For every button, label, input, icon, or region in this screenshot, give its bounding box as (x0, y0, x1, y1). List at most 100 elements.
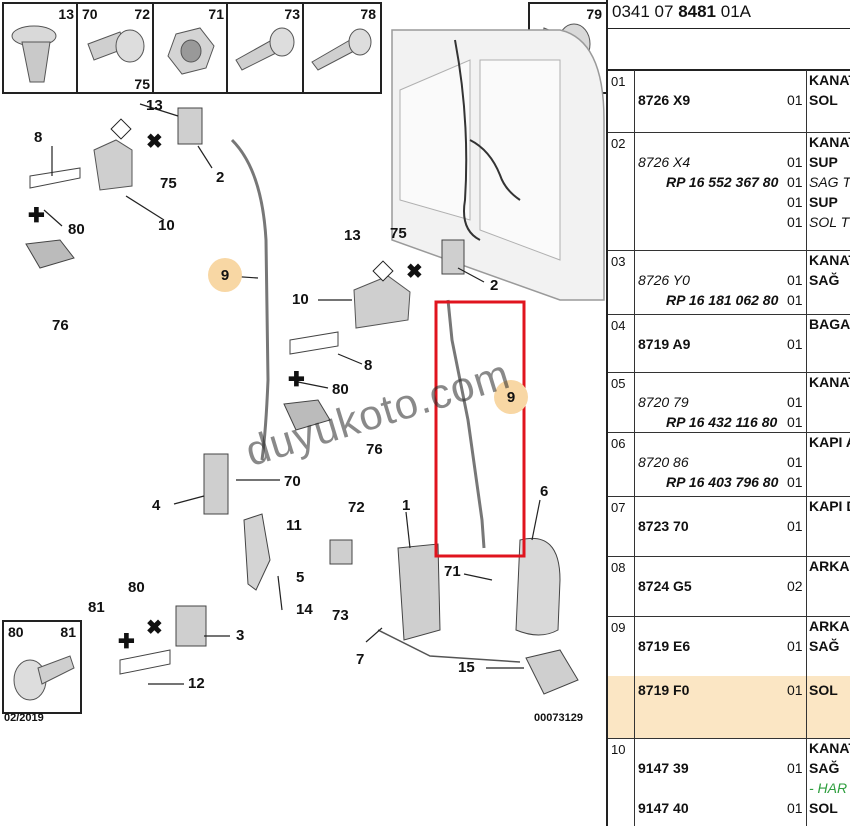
callout-6: 6 (540, 483, 549, 500)
fastener-box-13[interactable]: 13 (2, 2, 80, 94)
callout-2: 2 (490, 277, 499, 294)
quantity: 01 (787, 474, 803, 490)
quantity: 01 (787, 92, 803, 108)
index-column (608, 738, 635, 826)
box-label: 70 (82, 6, 98, 22)
parts-table: 0341 07 8481 01A 01KANAT8726 X901SOL02KA… (606, 0, 850, 826)
description: SOL (809, 682, 838, 698)
row-index: 10 (611, 742, 626, 757)
table-header (608, 28, 850, 71)
parts-diagram: 13 70 72 75 71 73 78 (2, 2, 608, 724)
callout-8: 8 (364, 357, 373, 374)
description: SAG T (809, 174, 850, 190)
description: SUP (809, 154, 838, 170)
cross-marker-icon: ✖ (406, 261, 423, 283)
footer-date: 02/2019 (4, 712, 44, 724)
qty-column (784, 676, 807, 738)
screw-icon (311, 28, 372, 71)
fastener-box-71[interactable]: 71 (152, 2, 230, 94)
row-heading: KAPI A (809, 434, 850, 450)
callout-1: 1 (402, 497, 411, 514)
quantity: 01 (787, 760, 803, 776)
fastener-box-70-72-75[interactable]: 70 72 75 (76, 2, 156, 94)
part-number: 9147 39 (638, 760, 689, 776)
part-number: 8724 G5 (638, 578, 692, 594)
description: SOL T (809, 214, 850, 230)
quantity: 01 (787, 336, 803, 352)
fastener-box-80-81[interactable]: 80 81 (2, 620, 82, 714)
callout-2: 2 (216, 169, 225, 186)
ref-bold: 8481 (678, 2, 717, 21)
qty-column (784, 250, 807, 314)
callout-75: 75 (390, 225, 407, 242)
part-number: 9147 40 (638, 800, 689, 816)
table-row[interactable]: 02 KANAT 8726 X4 01 SUP RP 16 552 367 80 01 SAG… (608, 132, 850, 251)
callout-73: 73 (332, 607, 349, 624)
callout-10: 10 (158, 217, 175, 234)
index-column (608, 70, 635, 132)
rp-number: RP 16 552 367 80 (666, 174, 779, 190)
callout-76: 76 (52, 317, 69, 334)
box-label: 73 (284, 6, 300, 22)
rp-number: RP 16 403 796 80 (666, 474, 779, 490)
row-index: 06 (611, 436, 626, 451)
index-column (608, 556, 635, 616)
row-index: 05 (611, 376, 626, 391)
row-index: 04 (611, 318, 626, 333)
qty-column (784, 314, 807, 372)
ref-part1: 0341 07 (612, 2, 679, 21)
quantity: 01 (787, 394, 803, 410)
description: SOL (809, 800, 838, 816)
callout-13: 13 (146, 97, 163, 114)
description: SAĞ (809, 760, 840, 776)
qty-column (784, 556, 807, 616)
cross-marker-icon: ✖ (146, 131, 163, 153)
callout-4: 4 (152, 497, 161, 514)
qty-column (784, 496, 807, 556)
box-label: 80 (8, 624, 24, 640)
cross-marker-icon: ✖ (146, 617, 163, 639)
part-number: 8720 86 (638, 454, 689, 470)
row-index: 07 (611, 500, 626, 515)
quantity: 01 (787, 194, 803, 210)
row-heading: KANAT (809, 374, 850, 390)
row-index: 02 (611, 136, 626, 151)
callout-12: 12 (188, 675, 205, 692)
qty-column (784, 132, 807, 250)
row-heading: KAPI D (809, 498, 850, 514)
callout-75: 75 (160, 175, 177, 192)
row-heading: KANAT (809, 72, 850, 88)
part-number: 8723 70 (638, 518, 689, 534)
note: - HAR (809, 780, 848, 796)
row-index: 01 (611, 74, 626, 89)
part-number: 8726 X4 (638, 154, 691, 170)
plus-marker-icon: ✚ (28, 205, 45, 227)
callout-72: 72 (348, 499, 365, 516)
part-number: 8719 E6 (638, 638, 691, 654)
row-heading: KANAT (809, 134, 850, 150)
push-clip-icon (11, 25, 57, 83)
qty-column (784, 70, 807, 132)
box-label: 81 (60, 624, 76, 640)
index-column (608, 432, 635, 496)
box-label: 13 (58, 6, 74, 22)
quantity: 01 (787, 174, 803, 190)
plus-marker-icon: ✚ (118, 631, 135, 653)
quantity: 01 (787, 800, 803, 816)
fastener-box-78[interactable]: 78 (302, 2, 382, 94)
fastener-box-73[interactable]: 73 (226, 2, 306, 94)
quantity: 01 (787, 292, 803, 308)
index-column (608, 250, 635, 314)
description: SAĞ (809, 272, 840, 288)
index-column (608, 314, 635, 372)
